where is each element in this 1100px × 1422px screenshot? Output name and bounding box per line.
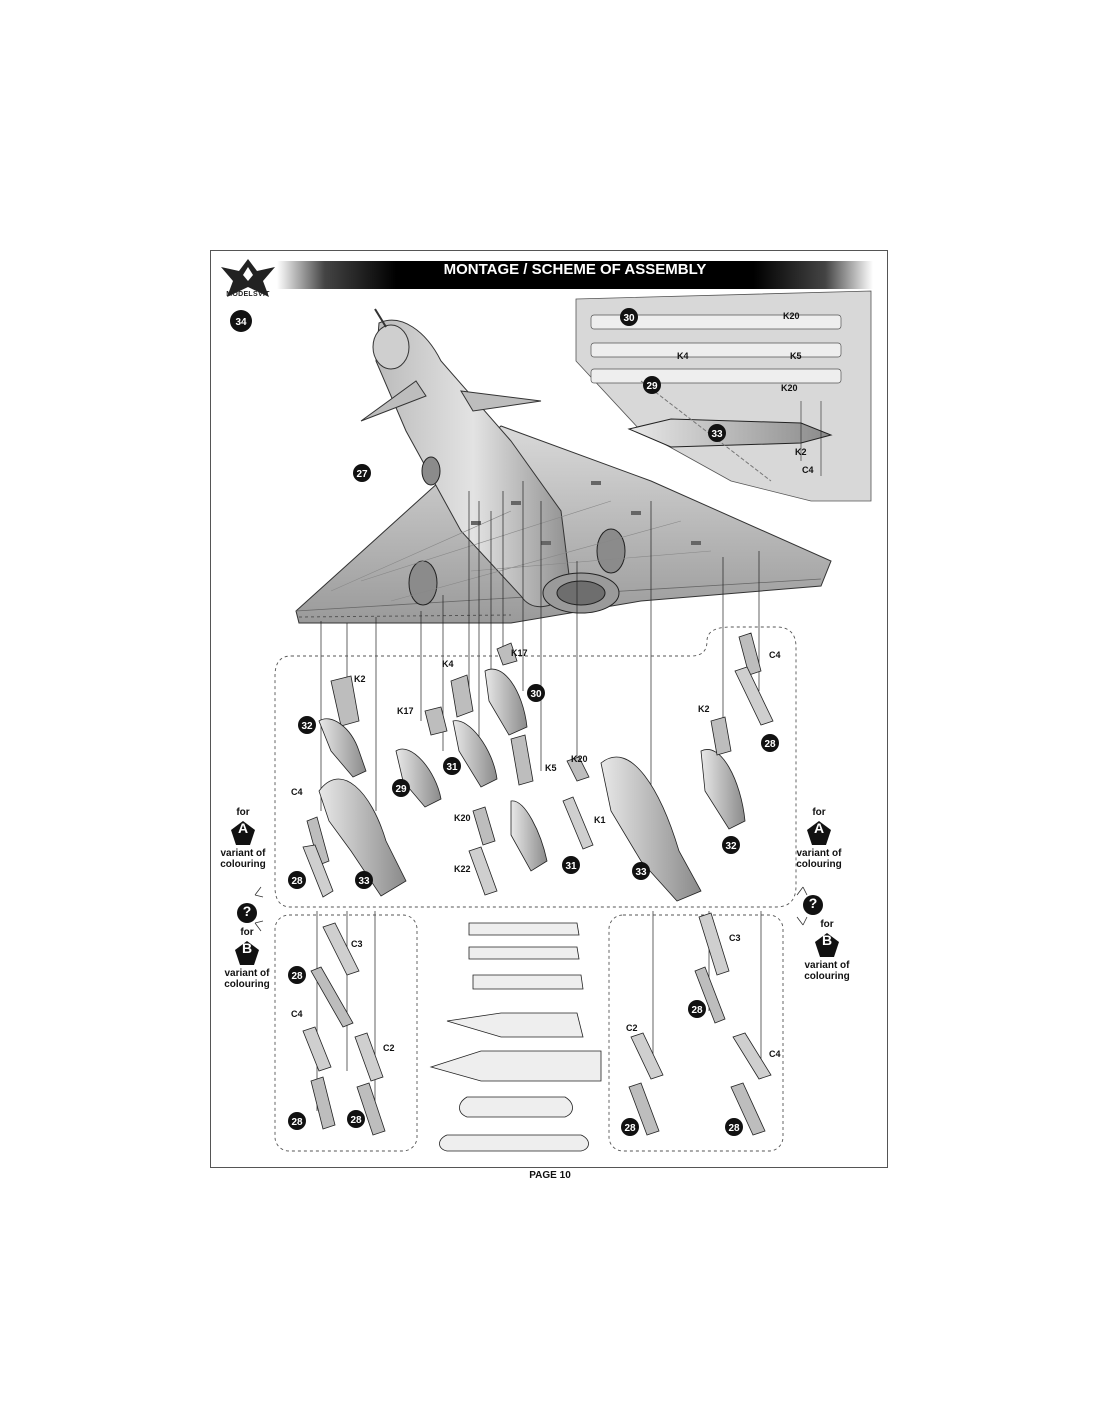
svg-text:31: 31	[446, 762, 458, 773]
callout-27: 27	[353, 464, 371, 482]
variant-a-right-label: for A variant of colouring	[796, 807, 842, 870]
callout-30: 30	[527, 684, 545, 702]
label-c2-left: C2	[383, 1043, 395, 1053]
label-c3-left: C3	[351, 939, 363, 949]
aircraft-underside	[295, 308, 832, 624]
question-mark-icon-right: ?	[803, 895, 823, 915]
variant-a-badge: A	[806, 820, 832, 846]
step-number: 34	[235, 317, 247, 328]
svg-text:28: 28	[691, 1005, 703, 1016]
variant-a-left-label: for A variant of colouring	[220, 807, 266, 870]
label-k2-right: K2	[698, 704, 710, 714]
svg-text:31: 31	[565, 861, 577, 872]
label-k20-inset-top: K20	[783, 311, 800, 321]
variant-b-right-box	[608, 914, 784, 1152]
instruction-sheet: MODELSVIT MONTAGE / SCHEME OF ASSEMBLY 3…	[210, 250, 888, 1168]
svg-text:27: 27	[356, 469, 368, 480]
inset-detail-view	[575, 290, 872, 502]
label-c2-right: C2	[626, 1023, 638, 1033]
label-k20-lower: K20	[454, 813, 471, 823]
stores-variant-b	[302, 912, 772, 1136]
callout-33-inset: 33	[708, 424, 726, 442]
title-bar: MONTAGE / SCHEME OF ASSEMBLY	[277, 261, 873, 289]
assembly-diagram: 34	[230, 290, 872, 1152]
label-k20-inset: K20	[781, 383, 798, 393]
label-c4-b-right: C4	[769, 1049, 781, 1059]
callout-33-left: 33	[355, 871, 373, 889]
question-mark-icon-left: ?	[237, 903, 257, 923]
label-k2-left: K2	[354, 674, 366, 684]
label-k1: K1	[594, 815, 606, 825]
brand-name: MODELSVIT	[226, 291, 270, 298]
svg-text:28: 28	[728, 1123, 740, 1134]
variant-b-left-label: for B variant of colouring	[224, 927, 270, 990]
callout-29: 29	[392, 779, 410, 797]
callout-29-inset: 29	[643, 376, 661, 394]
label-c4-a-left: C4	[291, 787, 303, 797]
svg-text:33: 33	[635, 867, 647, 878]
svg-text:32: 32	[725, 841, 737, 852]
svg-text:33: 33	[711, 429, 723, 440]
variant-b-right-label: for B variant of colouring	[804, 919, 850, 982]
label-c4-inset: C4	[802, 465, 814, 475]
svg-text:29: 29	[395, 784, 407, 795]
label-k5-inset: K5	[790, 351, 802, 361]
swap-arrows	[254, 886, 808, 932]
label-k2-inset: K2	[795, 447, 807, 457]
callout-28-b1: 28	[288, 966, 306, 984]
variant-b-badge: B	[234, 940, 260, 966]
label-k4: K4	[442, 659, 454, 669]
svg-text:28: 28	[291, 876, 303, 887]
step-number-badge: 34	[230, 310, 252, 332]
label-c4-b-left: C4	[291, 1009, 303, 1019]
callout-28-b2: 28	[288, 1112, 306, 1130]
svg-text:33: 33	[358, 876, 370, 887]
variant-b-left-box	[274, 914, 418, 1152]
callout-33-right: 33	[632, 862, 650, 880]
svg-text:28: 28	[624, 1123, 636, 1134]
callout-31-lower: 31	[562, 856, 580, 874]
page-number: PAGE 10	[529, 1170, 571, 1181]
callout-28-a-left: 28	[288, 871, 306, 889]
stores-variant-a	[302, 632, 774, 902]
callout-28-a-right: 28	[761, 734, 779, 752]
label-k4-inset: K4	[677, 351, 689, 361]
callout-28-b3: 28	[347, 1110, 365, 1128]
callout-28-b4: 28	[688, 1000, 706, 1018]
stores-reference-column	[429, 922, 602, 1152]
callout-28-b5: 28	[621, 1118, 639, 1136]
label-k17-left: K17	[397, 706, 414, 716]
label-k17: K17	[511, 648, 528, 658]
svg-text:28: 28	[291, 971, 303, 982]
callout-32-right: 32	[722, 836, 740, 854]
variant-b-badge: B	[814, 932, 840, 958]
label-k20-centre: K20	[571, 754, 588, 764]
callout-30-inset: 30	[620, 308, 638, 326]
svg-text:30: 30	[623, 313, 635, 324]
callout-32-left: 32	[298, 716, 316, 734]
label-c3-right: C3	[729, 933, 741, 943]
svg-text:29: 29	[646, 381, 658, 392]
svg-text:28: 28	[764, 739, 776, 750]
svg-text:30: 30	[530, 689, 542, 700]
label-k22: K22	[454, 864, 471, 874]
callout-31-upper: 31	[443, 757, 461, 775]
svg-text:28: 28	[291, 1117, 303, 1128]
label-k5: K5	[545, 763, 557, 773]
page-title: MONTAGE / SCHEME OF ASSEMBLY	[443, 261, 707, 278]
svg-text:32: 32	[301, 721, 313, 732]
callout-28-b6: 28	[725, 1118, 743, 1136]
svg-text:28: 28	[350, 1115, 362, 1126]
modelsvit-logo	[221, 259, 275, 297]
variant-a-badge: A	[230, 820, 256, 846]
label-c4-a-right: C4	[769, 650, 781, 660]
